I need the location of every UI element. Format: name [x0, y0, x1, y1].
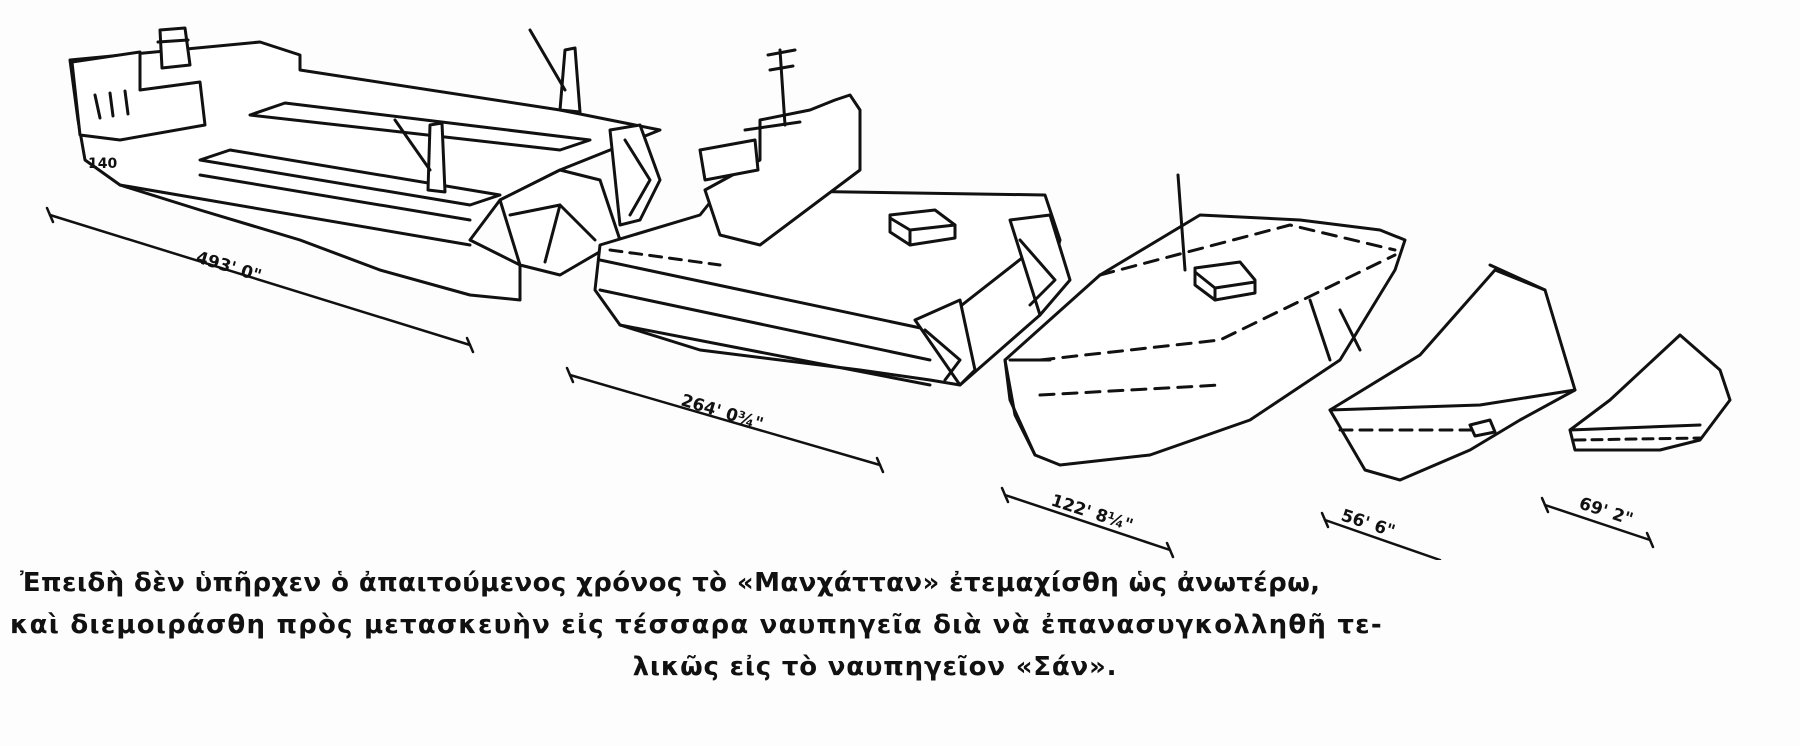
bow-section-drawing [1328, 263, 1577, 482]
dimension-lines [45, 206, 1655, 560]
hull-marking: 140 [88, 156, 117, 172]
length-label-stern: 493' 0" [194, 248, 264, 287]
caption: Ἐπειδὴ δὲν ὑπῆρχεν ὁ ἀπαιτούμενος χρόνος… [10, 562, 1790, 688]
caption-line-2: καὶ διεμοιράσθη πρὸς μετασκευὴν εἰς τέσσ… [10, 610, 1383, 640]
length-label-mid: 264' 0¾" [679, 391, 766, 435]
length-label-bow: 56' 6" [1338, 506, 1397, 542]
ship-sections-illustration: 140 [45, 26, 1732, 560]
stem-section-drawing [1568, 333, 1732, 452]
stern-section-drawing: 140 [68, 26, 662, 302]
caption-line-1: Ἐπειδὴ δὲν ὑπῆρχεν ὁ ἀπαιτούμενος χρόνος… [20, 568, 1321, 598]
fore-section-drawing [1003, 173, 1407, 467]
caption-line-3: λικῶς εἰς τὸ ναυπηγεῖον «Σάν». [632, 652, 1118, 682]
mid-section-drawing [593, 48, 1072, 387]
length-label-fore: 122' 8¼" [1048, 491, 1135, 536]
